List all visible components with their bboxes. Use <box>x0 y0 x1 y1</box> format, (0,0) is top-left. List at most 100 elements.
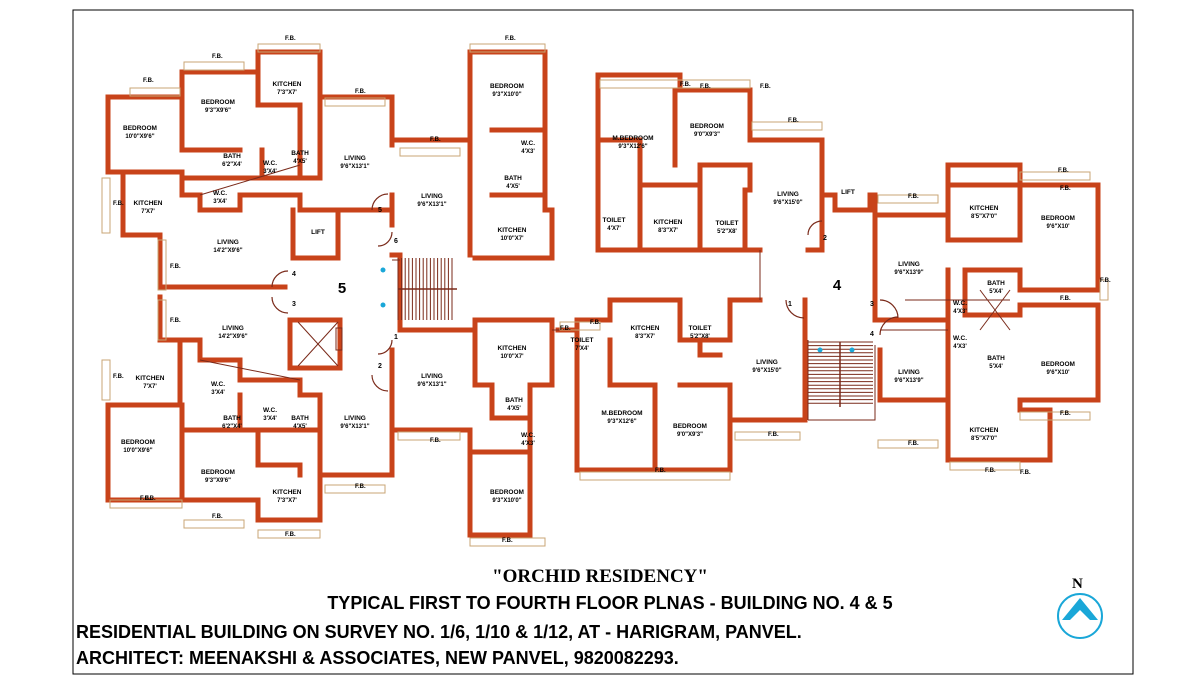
room-name: BATH <box>291 415 309 422</box>
room-name: W.C. <box>211 381 225 388</box>
wall <box>872 162 1101 463</box>
room-size: 8'5"X7'0" <box>971 214 997 220</box>
flower-bed-label: F.B. <box>985 468 996 474</box>
room-size: 3'X4' <box>263 416 277 422</box>
flower-bed-label: F.B. <box>1060 296 1071 302</box>
project-title: "ORCHID RESIDENCY" <box>492 566 708 587</box>
flower-bed <box>579 471 731 481</box>
room-name: KITCHEN <box>970 427 999 434</box>
room-name: W.C. <box>263 160 277 167</box>
wall <box>287 317 343 371</box>
flower-bed-label: F.B. <box>502 538 513 544</box>
room-name: LIVING <box>217 239 239 246</box>
wall <box>179 422 395 523</box>
flower-bed-label: F.B. <box>145 496 156 502</box>
wall <box>472 327 533 421</box>
wall <box>697 337 723 358</box>
room-name: LIVING <box>898 261 920 268</box>
door-swing <box>377 339 393 355</box>
room-name: TOILET <box>689 325 712 332</box>
flower-bed <box>157 299 167 341</box>
wall <box>179 192 395 213</box>
flower-bed <box>109 499 183 509</box>
flower-bed-label: F.B. <box>908 194 919 200</box>
flat-number: 3 <box>870 301 874 308</box>
flat-number: 6 <box>394 238 398 245</box>
flower-bed <box>469 537 546 547</box>
partition-line <box>199 359 301 381</box>
room-size: 9'6"X15'0" <box>752 368 781 374</box>
room-name: LIVING <box>344 415 366 422</box>
room-name: BEDROOM <box>1041 361 1075 368</box>
room-size: 10'0"X9'6" <box>125 134 154 140</box>
flower-bed <box>101 177 111 234</box>
flat-number: 4 <box>870 331 874 338</box>
room-name: TOILET <box>716 220 739 227</box>
room-name: LIVING <box>222 325 244 332</box>
flower-bed-label: F.B. <box>1060 411 1071 417</box>
flower-bed-label: F.B. <box>355 89 366 95</box>
door-swing <box>879 299 899 319</box>
flower-bed-label: F.B. <box>788 118 799 124</box>
flower-bed-label: F.B. <box>113 374 124 380</box>
partition-line <box>808 345 876 421</box>
room-name: BATH <box>987 280 1005 287</box>
room-name: BEDROOM <box>201 469 235 476</box>
flower-bed-label: F.B. <box>505 36 516 42</box>
flat-number: 1 <box>788 301 792 308</box>
room-size: 9'6"X13'9" <box>894 378 923 384</box>
flower-bed <box>324 484 386 494</box>
flower-bed <box>101 359 111 401</box>
room-size: 4'X3' <box>521 149 535 155</box>
room-size: 14'2"X9'6" <box>218 334 247 340</box>
flat-number: 1 <box>394 334 398 341</box>
room-name: W.C. <box>213 190 227 197</box>
room-size: 9'3"X10'0" <box>492 92 521 98</box>
flower-bed <box>559 321 601 331</box>
arrow-marker <box>380 267 386 273</box>
room-size: 9'6"X13'1" <box>417 382 446 388</box>
room-name: LIVING <box>898 369 920 376</box>
room-name: W.C. <box>521 140 535 147</box>
room-size: 9'6"X13'1" <box>340 424 369 430</box>
room-size: 10'0"X7' <box>500 236 524 242</box>
room-name: M.BEDROOM <box>612 135 653 142</box>
flat-number: 5 <box>378 207 382 214</box>
room-name: LIVING <box>421 193 443 200</box>
flower-bed <box>1099 279 1109 301</box>
room-size: 9'6"X10' <box>1046 370 1070 376</box>
flower-bed <box>324 97 386 107</box>
door-swing <box>785 299 805 319</box>
room-size: 5'X4' <box>989 289 1003 295</box>
room-size: 9'0"X9'3" <box>677 432 703 438</box>
partition-line <box>199 164 301 196</box>
flower-bed-label: F.B. <box>430 438 441 444</box>
room-name: BATH <box>504 175 522 182</box>
room-name: BEDROOM <box>690 123 724 130</box>
flower-bed-label: F.B. <box>1020 470 1031 476</box>
flower-bed <box>183 519 245 529</box>
room-name: BEDROOM <box>490 83 524 90</box>
room-name: BEDROOM <box>1041 215 1075 222</box>
flower-bed <box>1019 411 1091 421</box>
flower-bed-label: F.B. <box>760 84 771 90</box>
room-size: 4'X5' <box>506 184 520 190</box>
room-name: BEDROOM <box>673 423 707 430</box>
wall <box>945 182 1023 243</box>
flower-bed <box>257 43 321 53</box>
room-size: 9'3"X9'6" <box>205 108 231 114</box>
flower-bed-label: F.B. <box>680 82 691 88</box>
room-name: KITCHEN <box>136 375 165 382</box>
room-name: BATH <box>223 153 241 160</box>
room-name: TOILET <box>571 337 594 344</box>
flower-bed <box>399 147 461 157</box>
flower-bed-label: F.B. <box>1060 186 1071 192</box>
room-name: KITCHEN <box>631 325 660 332</box>
door-swing <box>271 296 289 314</box>
flower-bed-label: F.B. <box>212 54 223 60</box>
door-swing <box>371 374 389 392</box>
flower-bed <box>1019 171 1091 181</box>
flower-bed <box>257 529 321 539</box>
door-swing <box>807 220 823 236</box>
flower-beds <box>101 43 1109 547</box>
